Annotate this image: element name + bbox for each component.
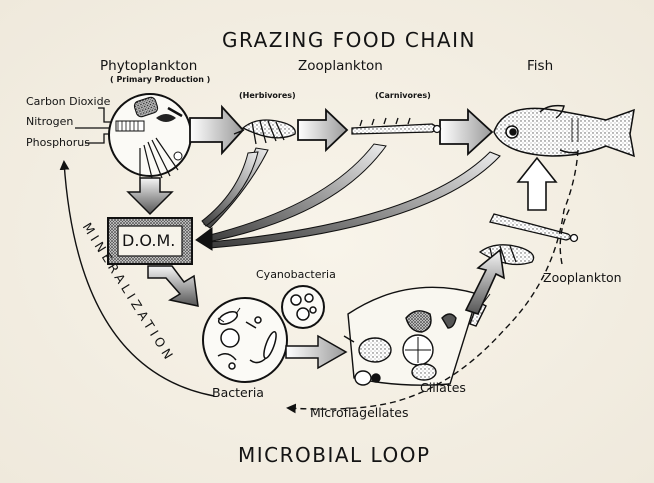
primary-production-label: ( Primary Production ) [110, 75, 210, 84]
bacteria-cell-icon [203, 298, 287, 382]
dom-to-bacteria-arrow [148, 266, 198, 306]
grazing-arrows [190, 107, 492, 154]
zooplankton-heading: Zooplankton [298, 58, 383, 74]
nutrient-nitrogen: Nitrogen [26, 115, 73, 128]
bacteria-label: Bacteria [212, 385, 264, 400]
dom-label: D.O.M. [122, 231, 175, 250]
bottom-title: MICROBIAL LOOP [238, 443, 431, 467]
bacteria-to-protozoa-arrow [286, 336, 346, 368]
carnivore-zooplankton-icon [352, 118, 441, 134]
fish-heading: Fish [527, 58, 553, 74]
loop-up-arrows [466, 158, 556, 314]
ciliates-label: Ciliates [420, 380, 466, 395]
loop-zooplankton-label: Zooplankton [543, 270, 622, 285]
fish-icon [494, 106, 634, 156]
nutrient-phosphorus: Phosphorus [26, 136, 90, 149]
herbivores-label: (Herbivores) [239, 91, 296, 100]
nutrient-carbon-dioxide: Carbon Dioxide [26, 95, 110, 108]
carnivores-label: (Carnivores) [375, 91, 431, 100]
dom-input-streaks [196, 144, 500, 250]
herbivore-copepod-icon [234, 120, 295, 144]
cyanobacteria-cell-icon [282, 286, 324, 328]
cyanobacteria-label: Cyanobacteria [256, 268, 336, 281]
phytoplankton-heading: Phytoplankton [100, 58, 197, 74]
top-title: GRAZING FOOD CHAIN [222, 28, 476, 52]
phytoplankton-cell-icon [109, 94, 191, 178]
microflagellates-label: Microflagellates [310, 405, 409, 420]
phyto-to-dom-arrow [128, 178, 172, 214]
